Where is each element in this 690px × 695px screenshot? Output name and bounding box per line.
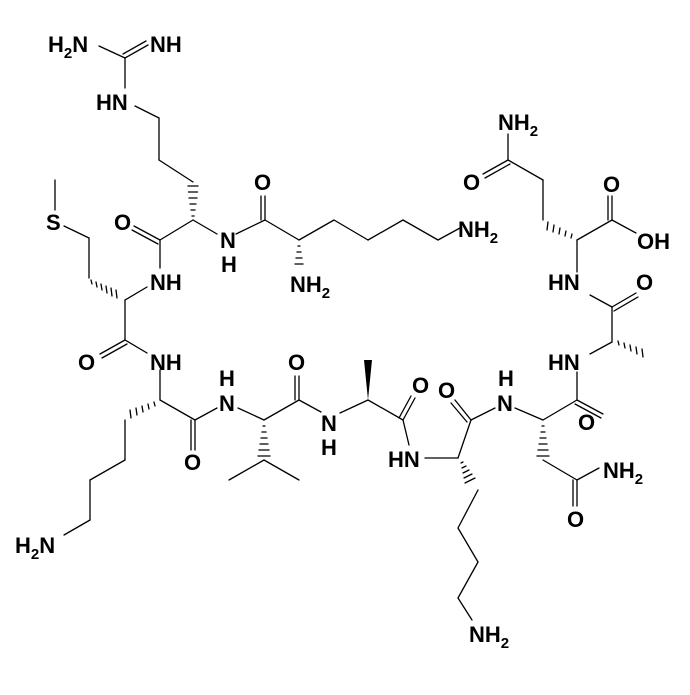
gln-hash-bond	[546, 221, 573, 239]
arg-lys-amide-n: N	[220, 228, 236, 253]
gln-side-amine-label: NH2	[498, 110, 538, 140]
met-sulfur-label: S	[46, 210, 61, 235]
gln-side-oxygen: O	[463, 170, 480, 195]
gln-hydroxyl-label: OH	[637, 229, 670, 254]
asn-side-amine-label: NH2	[603, 458, 643, 488]
gln-carboxyl-oxygen: O	[603, 172, 620, 197]
arg-carbonyl-oxygen: O	[114, 210, 131, 235]
ala1-carbonyl-oxygen: O	[412, 373, 429, 398]
met-hash-bond	[90, 279, 118, 299]
lys1-carbonyl-oxygen: O	[254, 170, 271, 195]
val-ala-amide-n: N	[321, 411, 337, 436]
arg-imine-label: NH	[150, 32, 182, 57]
lys2-met-amide-nh: NH	[150, 350, 182, 375]
arg-terminal-amine-label: H2N	[48, 32, 88, 62]
lys3-epsilon-amine-label: NH2	[469, 622, 509, 652]
lys3-carbonyl-oxygen: O	[438, 378, 455, 403]
asn-carbonyl-oxygen: O	[578, 410, 595, 435]
lys3-asn-amide-h: H	[498, 366, 514, 391]
asn-hash-bond	[536, 425, 550, 457]
lys1-epsilon-amine-label: NH2	[458, 217, 498, 247]
arg-guanidine-hn-label: HN	[96, 90, 128, 115]
ala1-wedge-bond	[364, 360, 372, 400]
val-ala-amide-h: H	[321, 435, 337, 460]
lys3-hash-bond	[460, 461, 476, 484]
ala2-carbonyl-oxygen: O	[636, 270, 653, 295]
lys2-epsilon-amine-label: H2N	[15, 533, 55, 563]
lys2-hash-bond	[129, 401, 156, 419]
lys2-val-amide-h: H	[219, 366, 235, 391]
lys1-hash-bond	[294, 245, 304, 265]
asn-side-oxygen: O	[567, 507, 584, 532]
ala2-gln-amide-hn: HN	[548, 270, 580, 295]
lys2-val-amide-n: N	[219, 391, 235, 416]
met-carbonyl-oxygen: O	[78, 350, 95, 375]
ala-lys3-amide-hn: HN	[388, 447, 420, 472]
val-hash-bond	[257, 425, 271, 457]
ala2-hash-bond	[617, 340, 644, 358]
val-carbonyl-oxygen: O	[288, 350, 305, 375]
arg-lys-amide-h: H	[221, 252, 237, 277]
atom-labels: H2N NH HN S O N H O NH2 NH2 NH O NH N H …	[15, 32, 670, 652]
lys2-carbonyl-oxygen: O	[184, 450, 201, 475]
lys1-alpha-amine-label: NH2	[290, 272, 330, 302]
met-arg-amide-nh: NH	[150, 270, 182, 295]
asn-ala2-amide-hn: HN	[548, 350, 580, 375]
bonds	[54, 40, 644, 621]
lys3-asn-amide-n: N	[497, 391, 513, 416]
arg-hash-bond	[187, 185, 199, 217]
